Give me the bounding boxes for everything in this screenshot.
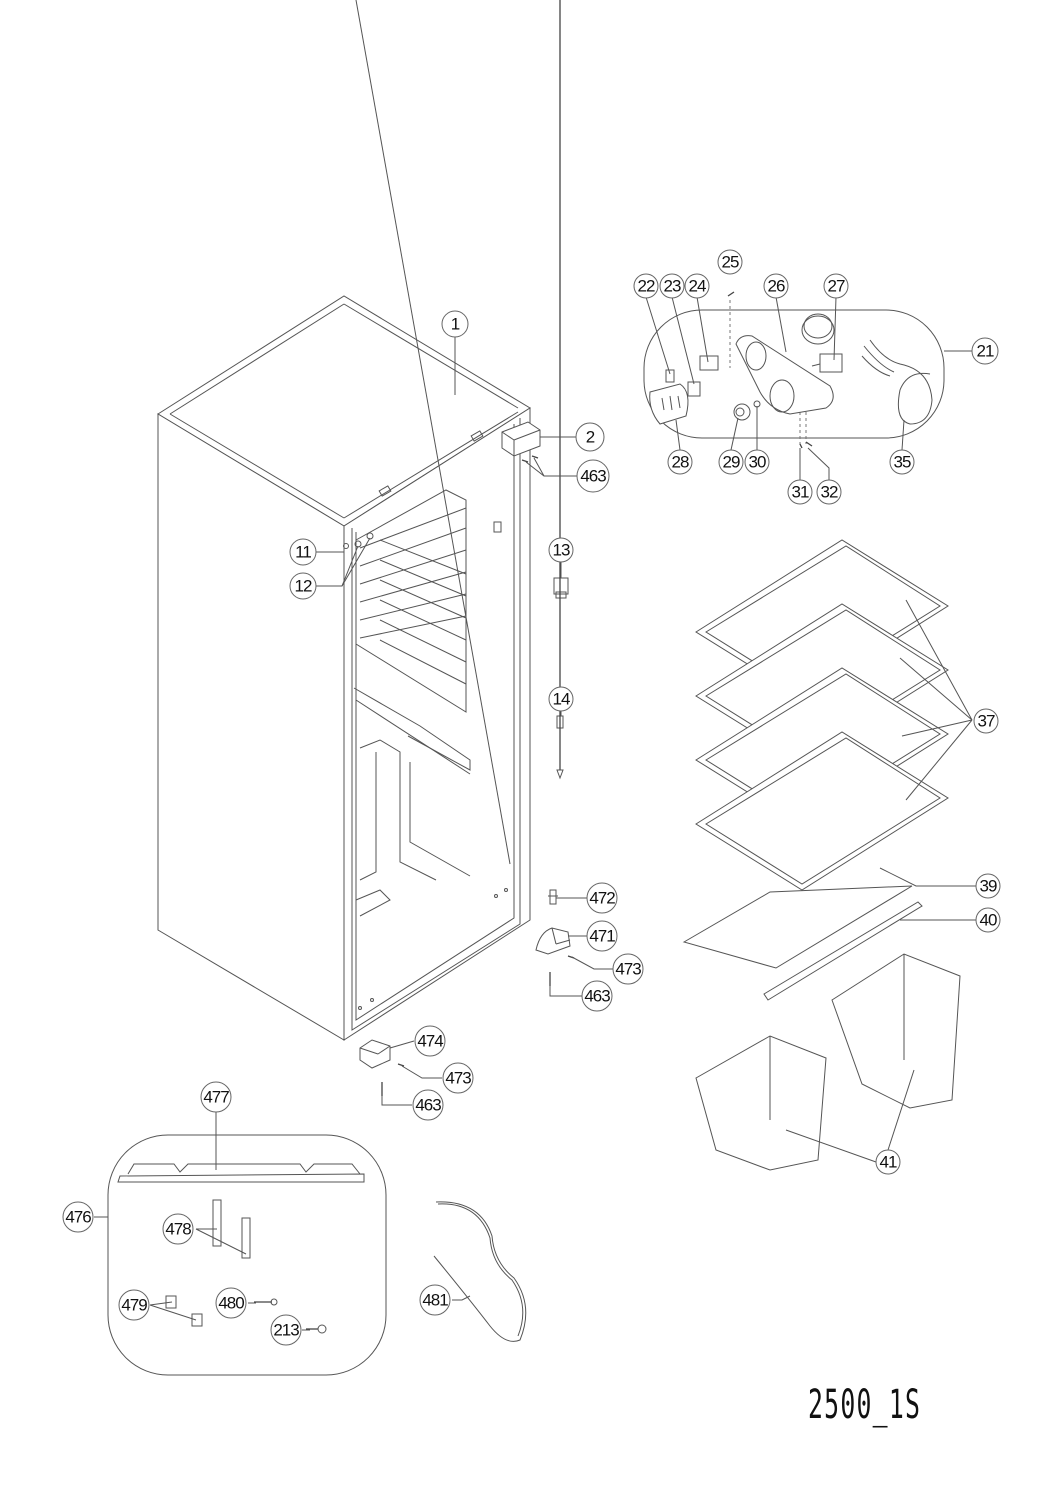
callout-463: 463 <box>576 459 610 493</box>
callout-471: 471 <box>586 920 618 952</box>
callout-12: 12 <box>289 572 317 600</box>
cabinet-drawing <box>157 0 531 1041</box>
callout-2: 2 <box>575 422 605 452</box>
svg-text:30: 30 <box>749 453 766 472</box>
svg-text:463: 463 <box>415 1096 441 1115</box>
callout-474: 474 <box>414 1025 446 1057</box>
callout-477: 477 <box>200 1081 232 1113</box>
svg-text:474: 474 <box>417 1032 443 1051</box>
svg-text:25: 25 <box>722 253 739 272</box>
svg-text:463: 463 <box>584 987 610 1006</box>
svg-text:27: 27 <box>828 277 845 296</box>
drain-drawing <box>556 0 564 780</box>
callout-31: 31 <box>787 479 813 505</box>
hinge-screws-drawing <box>521 455 539 463</box>
callout-463: 463 <box>412 1089 444 1121</box>
kickplate-kit-drawing <box>107 1134 527 1376</box>
callout-23: 23 <box>659 273 685 299</box>
callout-37: 37 <box>973 708 999 734</box>
callout-30: 30 <box>744 449 770 475</box>
svg-text:26: 26 <box>768 277 785 296</box>
callout-40: 40 <box>975 907 1001 933</box>
foot-drawing <box>359 1039 391 1069</box>
svg-text:28: 28 <box>672 453 689 472</box>
callout-476: 476 <box>62 1201 94 1233</box>
callout-478: 478 <box>162 1213 194 1245</box>
svg-text:2: 2 <box>586 428 595 447</box>
svg-text:471: 471 <box>589 927 615 946</box>
callout-24: 24 <box>684 273 710 299</box>
svg-text:39: 39 <box>980 877 997 896</box>
bottom-hinge-drawing <box>535 927 571 955</box>
shelves-drawing <box>682 539 949 1001</box>
callout-480: 480 <box>215 1287 247 1319</box>
callout-473: 473 <box>612 953 644 985</box>
svg-text:31: 31 <box>792 483 809 502</box>
svg-text:477: 477 <box>203 1088 229 1107</box>
svg-text:481: 481 <box>422 1291 448 1310</box>
callout-27: 27 <box>823 273 849 299</box>
svg-text:476: 476 <box>65 1208 91 1227</box>
callout-479: 479 <box>118 1289 150 1321</box>
svg-text:40: 40 <box>980 911 997 930</box>
callout-11: 11 <box>289 538 317 566</box>
callout-26: 26 <box>763 273 789 299</box>
svg-text:13: 13 <box>553 541 570 560</box>
callout-25: 25 <box>717 249 743 275</box>
callout-39: 39 <box>975 873 1001 899</box>
svg-text:11: 11 <box>295 543 311 562</box>
thermostat-assembly-drawing <box>643 291 945 449</box>
svg-text:473: 473 <box>615 960 641 979</box>
leader-lines <box>94 296 976 1331</box>
callout-14: 14 <box>548 686 574 712</box>
svg-text:35: 35 <box>894 453 911 472</box>
svg-text:12: 12 <box>295 577 312 596</box>
callout-35: 35 <box>889 449 915 475</box>
callout-41: 41 <box>875 1149 901 1175</box>
callout-22: 22 <box>633 273 659 299</box>
svg-text:1: 1 <box>451 315 460 334</box>
svg-text:41: 41 <box>880 1153 897 1172</box>
callout-463: 463 <box>581 980 613 1012</box>
callout-472: 472 <box>586 882 618 914</box>
door-switch-drawing <box>553 577 569 599</box>
svg-text:480: 480 <box>218 1294 244 1313</box>
svg-text:37: 37 <box>978 712 995 731</box>
svg-text:472: 472 <box>589 889 615 908</box>
callout-1: 1 <box>441 310 469 338</box>
svg-text:478: 478 <box>165 1220 191 1239</box>
svg-text:22: 22 <box>638 277 655 296</box>
svg-text:32: 32 <box>821 483 838 502</box>
callout-213: 213 <box>270 1314 302 1346</box>
freezer-ribs <box>355 489 467 713</box>
svg-text:29: 29 <box>723 453 740 472</box>
svg-text:14: 14 <box>553 690 570 709</box>
hinge-pin-drawing <box>548 889 558 905</box>
drawers-drawing <box>695 953 961 1171</box>
shelf <box>695 731 949 891</box>
callout-29: 29 <box>718 449 744 475</box>
callout-28: 28 <box>667 449 693 475</box>
callout-13: 13 <box>548 537 574 563</box>
model-code-label: 2500_1S <box>808 1382 922 1428</box>
svg-text:23: 23 <box>664 277 681 296</box>
callout-473: 473 <box>442 1062 474 1094</box>
svg-text:479: 479 <box>121 1296 147 1315</box>
svg-text:21: 21 <box>977 342 994 361</box>
svg-text:463: 463 <box>580 467 606 486</box>
svg-text:473: 473 <box>445 1069 471 1088</box>
svg-text:24: 24 <box>689 277 706 296</box>
callout-21: 21 <box>971 337 999 365</box>
hinge-bracket-drawing <box>501 421 541 457</box>
callout-481: 481 <box>419 1284 451 1316</box>
svg-text:213: 213 <box>273 1321 299 1340</box>
callout-32: 32 <box>816 479 842 505</box>
